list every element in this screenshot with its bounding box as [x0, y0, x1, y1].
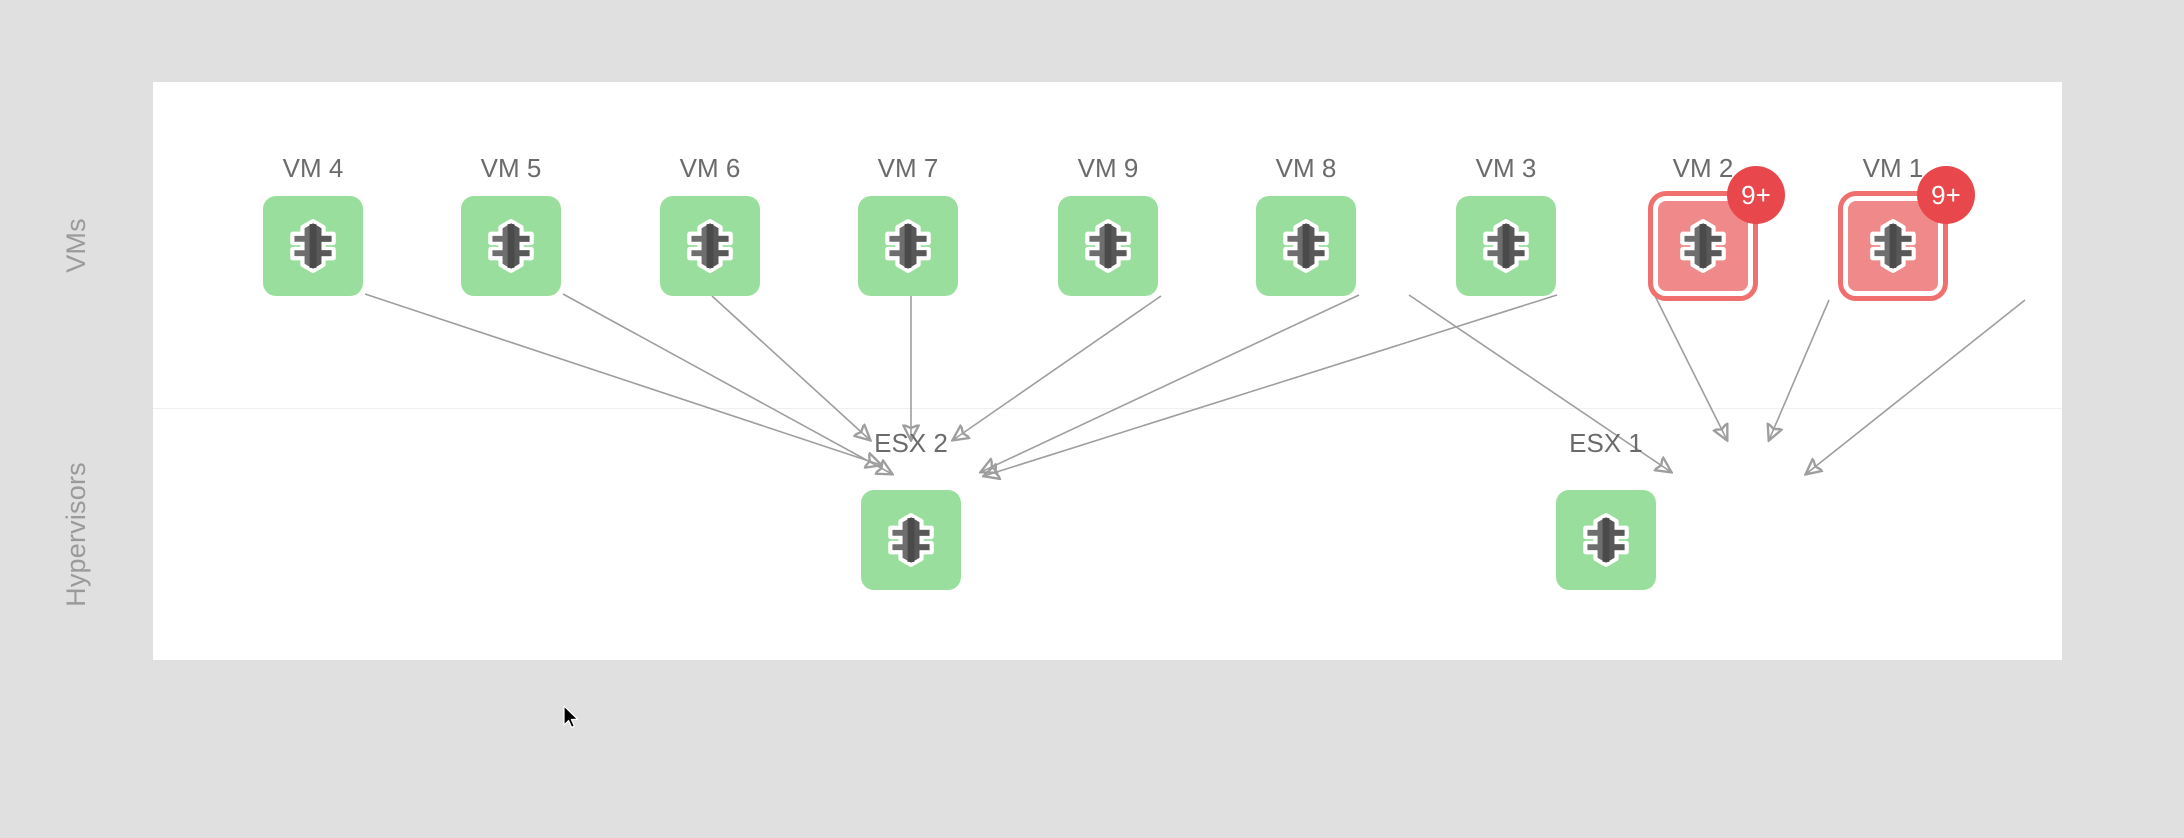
lane-label-hypervisors: Hypervisors	[0, 408, 153, 660]
server-cube-icon	[1583, 513, 1629, 567]
server-cube-icon	[885, 219, 931, 273]
edge-vm4-esx2	[364, 293, 881, 465]
server-cube-icon	[488, 219, 534, 273]
node-vm4[interactable]: VM 4	[263, 153, 363, 296]
edge-vm5-esx2	[562, 293, 892, 474]
server-cube-icon	[1870, 219, 1916, 273]
node-vm6-box[interactable]	[660, 196, 760, 296]
node-vm8-label: VM 8	[1275, 153, 1337, 183]
diagram-canvas[interactable]: VM 4 VM 5 VM 6	[153, 82, 2062, 660]
node-vm6-label: VM 6	[679, 153, 741, 183]
node-vm3-box[interactable]	[1456, 196, 1556, 296]
lane-gutter	[0, 82, 153, 660]
edge-vm9-esx2	[953, 295, 1162, 440]
server-cube-icon	[1085, 219, 1131, 273]
node-esx1-label: ESX 1	[1569, 428, 1643, 458]
node-esx2-label: ESX 2	[874, 428, 948, 458]
mouse-pointer-icon	[563, 705, 579, 728]
server-cube-icon	[1680, 219, 1726, 273]
edge-vm8-esx2	[981, 294, 1360, 472]
node-esx2-box[interactable]	[861, 490, 961, 590]
node-vm5-box[interactable]	[461, 196, 561, 296]
lane-divider	[153, 408, 2062, 409]
lane-label-vms: VMs	[0, 82, 153, 408]
node-vm7-label: VM 7	[877, 153, 939, 183]
node-vm5-label: VM 5	[480, 153, 542, 183]
server-cube-icon	[888, 513, 934, 567]
node-vm7-box[interactable]	[858, 196, 958, 296]
node-esx2[interactable]: ESX 2	[861, 428, 961, 590]
node-vm8-box[interactable]	[1256, 196, 1356, 296]
edge-vm1-esx1	[1806, 299, 2026, 474]
node-vm4-box[interactable]	[263, 196, 363, 296]
node-vm2-alert-badge[interactable]: 9+	[1727, 166, 1785, 224]
node-vm1-alert-badge[interactable]: 9+	[1917, 166, 1975, 224]
node-vm8[interactable]: VM 8	[1256, 153, 1356, 296]
server-cube-icon	[1483, 219, 1529, 273]
node-vm1[interactable]: VM 1 9+	[1838, 153, 1975, 301]
edge-vm6-esx2	[711, 295, 870, 440]
edge-vm3-esx2	[984, 294, 1558, 476]
node-vm2-label: VM 2	[1672, 153, 1734, 183]
edge-vm2-esx1	[1769, 299, 1830, 440]
node-vm2[interactable]: VM 2 9+	[1648, 153, 1785, 301]
lane-label-vms-text: VMs	[60, 217, 91, 273]
node-vm9[interactable]: VM 9	[1058, 153, 1158, 296]
node-vm6[interactable]: VM 6	[660, 153, 760, 296]
node-esx1-box[interactable]	[1556, 490, 1656, 590]
node-vm1-label: VM 1	[1862, 153, 1924, 183]
server-cube-icon	[290, 219, 336, 273]
node-vm4-label: VM 4	[282, 153, 344, 183]
node-esx1[interactable]: ESX 1	[1556, 428, 1656, 590]
edge-vm3-esx1	[1654, 295, 1727, 440]
lane-label-hypervisors-text: Hypervisors	[60, 461, 91, 607]
node-vm5[interactable]: VM 5	[461, 153, 561, 296]
server-cube-icon	[687, 219, 733, 273]
node-vm9-label: VM 9	[1077, 153, 1139, 183]
node-vm3[interactable]: VM 3	[1456, 153, 1556, 296]
server-cube-icon	[1283, 219, 1329, 273]
node-vm3-label: VM 3	[1475, 153, 1537, 183]
node-vm7[interactable]: VM 7	[858, 153, 958, 296]
node-vm9-box[interactable]	[1058, 196, 1158, 296]
